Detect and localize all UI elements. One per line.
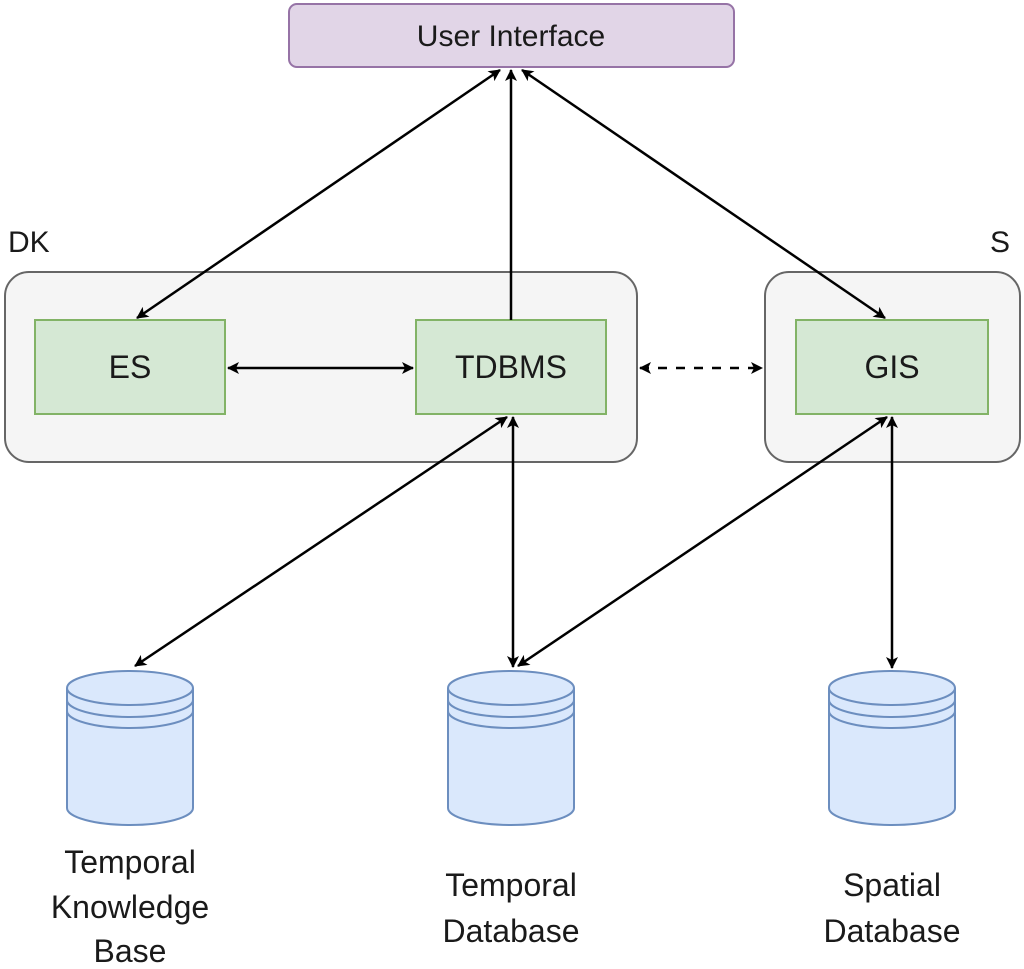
tdb-label-line2: Database — [443, 913, 580, 949]
edge-tdbms-tkb — [134, 415, 508, 668]
node-user-interface[interactable]: User Interface — [288, 3, 735, 68]
node-es[interactable]: ES — [34, 319, 226, 415]
node-es-label: ES — [109, 349, 152, 385]
group-s-label: S — [990, 226, 1010, 259]
node-gis[interactable]: GIS — [795, 319, 989, 415]
node-gis-label: GIS — [864, 349, 919, 385]
node-user-interface-label: User Interface — [417, 20, 605, 53]
node-spatial-database[interactable]: Spatial Database — [824, 670, 961, 949]
edge-ui-es — [136, 68, 501, 320]
edges — [134, 68, 898, 669]
database-icon — [828, 670, 956, 826]
database-icon — [447, 670, 575, 826]
tdb-label-line1: Temporal — [445, 867, 577, 903]
group-dk-label: DK — [8, 226, 50, 259]
tkb-label-line1: Temporal — [64, 844, 196, 880]
node-temporal-database[interactable]: Temporal Database — [443, 670, 580, 949]
node-tdbms-label: TDBMS — [455, 349, 567, 385]
node-tdbms[interactable]: TDBMS — [415, 319, 607, 415]
edge-gis-tdb — [517, 415, 888, 668]
node-temporal-knowledge-base[interactable]: Temporal Knowledge Base — [51, 670, 209, 969]
tkb-label-line3: Base — [94, 933, 167, 969]
sdb-label-line1: Spatial — [843, 867, 941, 903]
edge-ui-gis — [521, 68, 886, 320]
sdb-label-line2: Database — [824, 913, 961, 949]
tkb-label-line2: Knowledge — [51, 889, 209, 925]
database-icon — [66, 670, 194, 826]
